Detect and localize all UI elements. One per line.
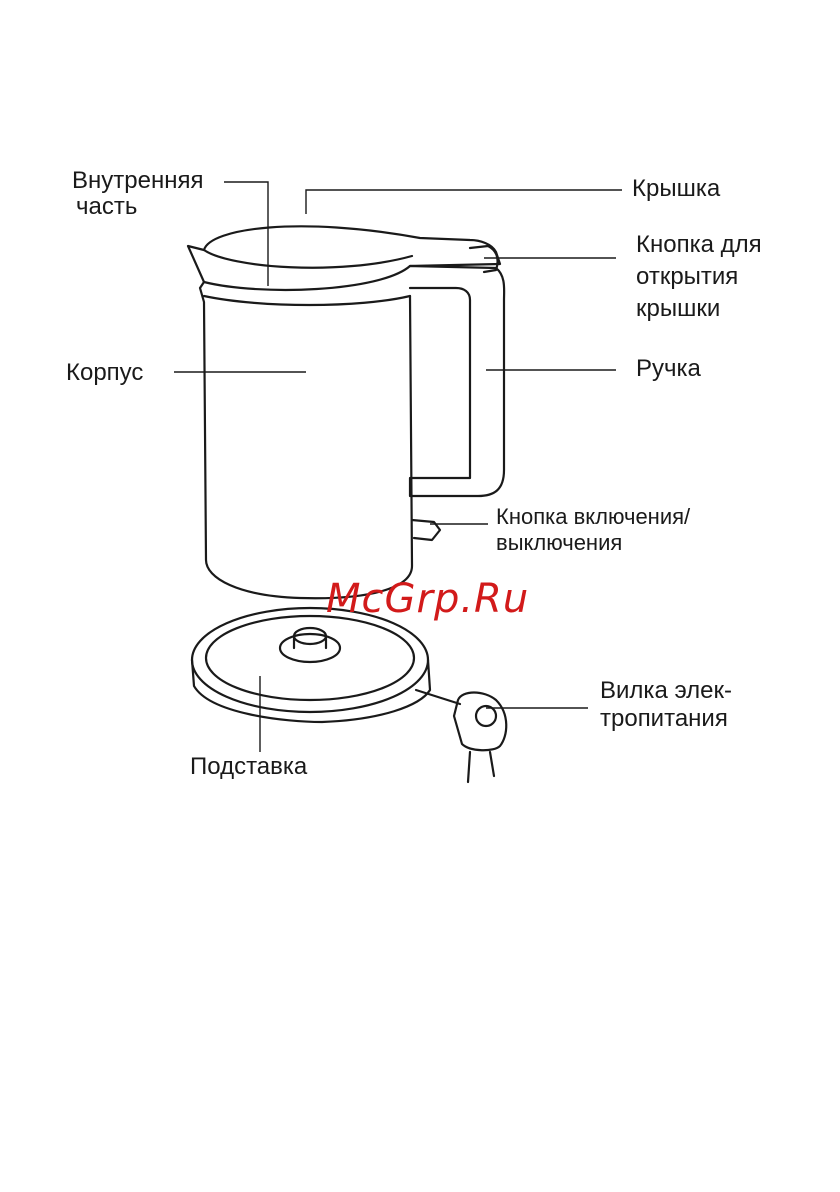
kettle-body: [200, 282, 412, 598]
kettle-lid-inner: [204, 250, 412, 268]
base-connector-outer: [280, 634, 340, 662]
kettle-body-top-line: [204, 296, 410, 305]
label-plug-1: Вилка элек-: [600, 677, 732, 704]
label-lid: Крышка: [632, 175, 721, 202]
watermark: McGrp.Ru: [326, 576, 529, 622]
power-plug: [454, 693, 506, 751]
label-lid-button-1: Кнопка для: [636, 231, 762, 258]
label-power-button-2: выключения: [496, 530, 622, 555]
label-plug-2: тропитания: [600, 705, 728, 732]
power-switch-shape: [412, 520, 440, 540]
label-base: Подставка: [190, 753, 308, 780]
label-handle: Ручка: [636, 355, 702, 382]
label-inner-part-1: Внутренняя: [72, 167, 203, 194]
label-body: Корпус: [66, 359, 143, 386]
kettle-illustration: [188, 226, 504, 598]
label-lid-button-3: крышки: [636, 295, 720, 322]
kettle-lid: [188, 226, 500, 290]
label-power-button-1: Кнопка включения/: [496, 504, 691, 529]
label-lid-button-2: открытия: [636, 263, 738, 290]
kettle-handle: [410, 266, 504, 496]
labels: Внутренняя часть Крышка Кнопка для откры…: [66, 167, 762, 780]
base-outer-top: [192, 608, 428, 712]
leader-lines: [174, 182, 622, 752]
label-inner-part-2: часть: [76, 193, 137, 220]
